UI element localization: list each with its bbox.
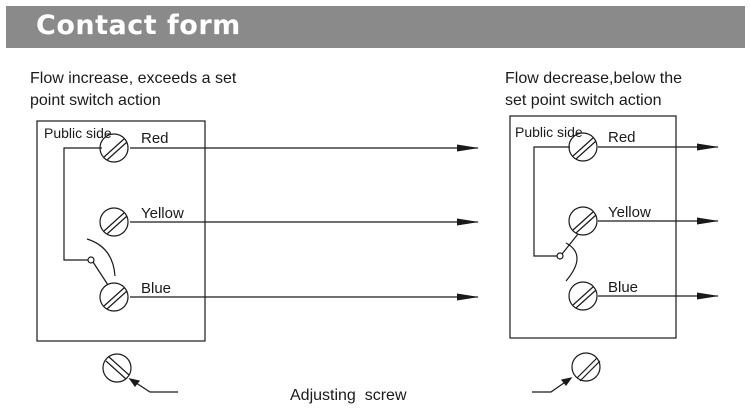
- adjusting-screw-label: Adjusting screw: [290, 387, 407, 404]
- right-caption-line1: Flow decrease,below the: [505, 70, 682, 87]
- left-wire-label-blue: Blue: [141, 280, 171, 297]
- left-screw-leader-tip: [128, 378, 141, 387]
- left-public-side-label: Public side: [44, 125, 112, 141]
- left-caption: Flow increase, exceeds a set point switc…: [30, 68, 236, 112]
- left-switch-blade: [92, 261, 109, 286]
- right-caption-line2: set point switch action: [505, 92, 662, 109]
- left-adjusting-screw: [102, 353, 132, 383]
- right-switch-pivot: [556, 252, 564, 260]
- right-adjusting-screw: [571, 352, 601, 382]
- left-switch-housing: [36, 120, 206, 342]
- left-caption-line1: Flow increase, exceeds a set: [30, 70, 237, 87]
- right-caption: Flow decrease,below the set point switch…: [505, 68, 682, 112]
- right-wire-label-blue: Blue: [608, 279, 638, 296]
- right-screw-leader-tip: [560, 377, 573, 386]
- left-switch-diagram: [36, 120, 479, 393]
- left-wire-label-red: Red: [141, 130, 169, 147]
- right-switch-blade: [561, 233, 579, 255]
- left-terminal-blue: [99, 282, 129, 312]
- right-wire-label-yellow: Yellow: [608, 204, 651, 221]
- left-caption-line2: point switch action: [30, 92, 161, 109]
- right-labels: Public side Red Yellow Blue: [515, 124, 651, 296]
- header-bar: Contact form: [6, 6, 745, 48]
- left-labels: Public side Red Yellow Blue: [44, 125, 184, 297]
- left-switch-pivot: [87, 256, 95, 264]
- left-terminal-red: [99, 133, 129, 163]
- page-title: Contact form: [36, 10, 241, 41]
- left-common-conductor: [63, 147, 102, 261]
- right-wire-label-red: Red: [608, 129, 636, 146]
- right-terminal-blue: [568, 281, 598, 311]
- right-terminal-red: [568, 132, 598, 162]
- right-switch-action-arc: [565, 242, 578, 282]
- right-switch-diagram: [509, 115, 719, 393]
- right-common-conductor: [533, 146, 570, 257]
- left-wire-label-yellow: Yellow: [141, 205, 184, 222]
- left-switch-action-arc: [86, 238, 116, 277]
- right-public-side-label: Public side: [515, 124, 583, 140]
- right-switch-housing: [509, 115, 677, 339]
- left-terminal-yellow: [99, 207, 129, 237]
- right-terminal-yellow: [568, 206, 598, 236]
